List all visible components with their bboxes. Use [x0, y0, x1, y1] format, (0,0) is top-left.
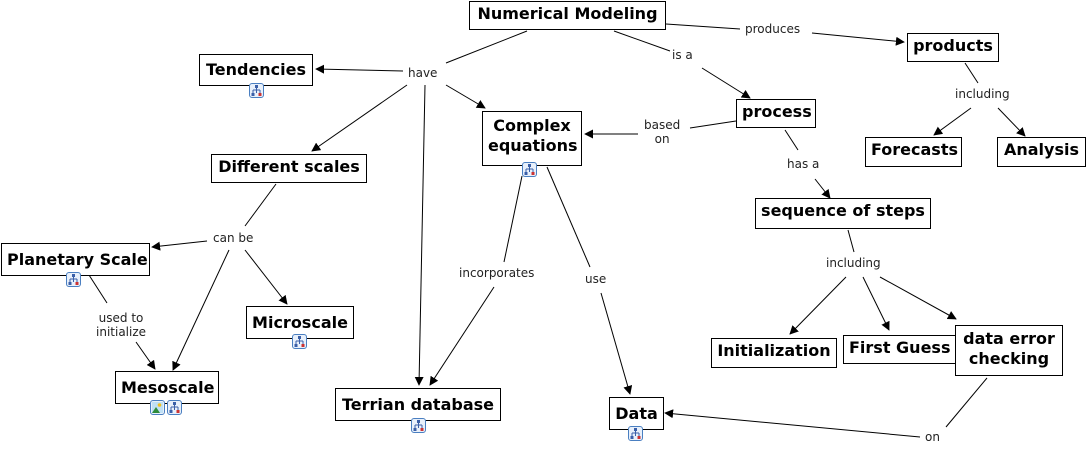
edge: [664, 409, 921, 438]
edge: [847, 229, 855, 253]
edge: [503, 175, 523, 263]
edge: [135, 341, 156, 370]
link-label-has-a: has a: [787, 157, 820, 171]
edge: [600, 292, 633, 395]
edge: [933, 107, 972, 136]
link-label-have: have: [408, 66, 438, 80]
edge: [613, 30, 671, 52]
concept-map-link-icon[interactable]: [249, 83, 264, 98]
concept-products[interactable]: products: [907, 33, 999, 62]
link-label-including: including: [955, 87, 1010, 101]
link-label-including: including: [826, 256, 881, 270]
concept-tendencies[interactable]: Tendencies: [199, 54, 313, 86]
edge: [244, 183, 277, 227]
edge: [701, 67, 751, 99]
edge: [315, 64, 404, 74]
edge: [546, 166, 591, 268]
concept-map-link-icon[interactable]: [628, 426, 643, 441]
edge: [172, 249, 230, 371]
link-label-can-be: can be: [213, 231, 254, 245]
concept-first-guess[interactable]: First Guess: [843, 335, 956, 364]
edge: [862, 276, 890, 331]
edge: [414, 84, 426, 386]
link-label-on: on: [925, 430, 940, 444]
link-label-line: based: [644, 118, 681, 132]
link-label-based-on: based on: [644, 118, 681, 146]
edge: [689, 120, 737, 129]
concept-terrian-database[interactable]: Terrian database: [335, 388, 501, 421]
concept-mesoscale[interactable]: Mesoscale: [115, 371, 219, 404]
link-label-line: on: [654, 132, 670, 146]
concept-map-link-icon[interactable]: [167, 400, 182, 415]
concept-process[interactable]: process: [736, 99, 816, 128]
concept-complex-equations[interactable]: Complex equations: [482, 111, 582, 166]
concept-label-line: Complex: [493, 116, 571, 135]
link-label-is-a: is a: [672, 48, 693, 62]
concept-label-line: equations: [488, 136, 578, 155]
concept-analysis[interactable]: Analysis: [997, 137, 1086, 167]
edge: [445, 84, 486, 109]
link-label-line: used to: [98, 311, 144, 325]
concept-map-link-icon[interactable]: [411, 418, 426, 433]
concept-microscale[interactable]: Microscale: [246, 306, 354, 339]
concept-data-error-checking[interactable]: data error checking: [955, 325, 1063, 376]
edge: [665, 23, 741, 30]
concept-initialization[interactable]: Initialization: [711, 338, 837, 368]
edge: [814, 178, 831, 199]
concept-forecasts[interactable]: Forecasts: [865, 137, 962, 167]
edge: [997, 107, 1026, 137]
edge: [429, 286, 495, 386]
concept-map-link-icon[interactable]: [522, 162, 537, 177]
edge: [88, 274, 108, 304]
concept-planetary-scale[interactable]: Planetary Scale: [1, 243, 150, 276]
edge: [879, 276, 957, 320]
edge: [244, 249, 288, 305]
concept-map-link-icon[interactable]: [292, 334, 307, 349]
edge: [151, 240, 208, 251]
concept-label-line: data error: [963, 329, 1055, 348]
edge: [945, 377, 988, 428]
link-label-incorporates: incorporates: [459, 266, 535, 280]
concept-label-line: checking: [968, 349, 1050, 368]
edge: [445, 30, 528, 64]
concept-numerical-modeling[interactable]: Numerical Modeling: [469, 1, 666, 30]
link-label-used-to-initialize: used to initialize: [96, 311, 147, 339]
image-resource-icon[interactable]: [150, 400, 165, 415]
edge: [789, 276, 847, 335]
edge: [964, 62, 979, 84]
link-label-line: initialize: [96, 325, 147, 339]
link-label-produces: produces: [745, 22, 801, 36]
edge: [811, 32, 905, 46]
concept-sequence-of-steps[interactable]: sequence of steps: [755, 198, 931, 229]
link-label-use: use: [585, 272, 607, 286]
edge: [311, 84, 408, 152]
concept-data[interactable]: Data: [609, 397, 664, 430]
concept-map-link-icon[interactable]: [66, 272, 81, 287]
edge: [784, 129, 799, 151]
concept-different-scales[interactable]: Different scales: [211, 154, 367, 183]
